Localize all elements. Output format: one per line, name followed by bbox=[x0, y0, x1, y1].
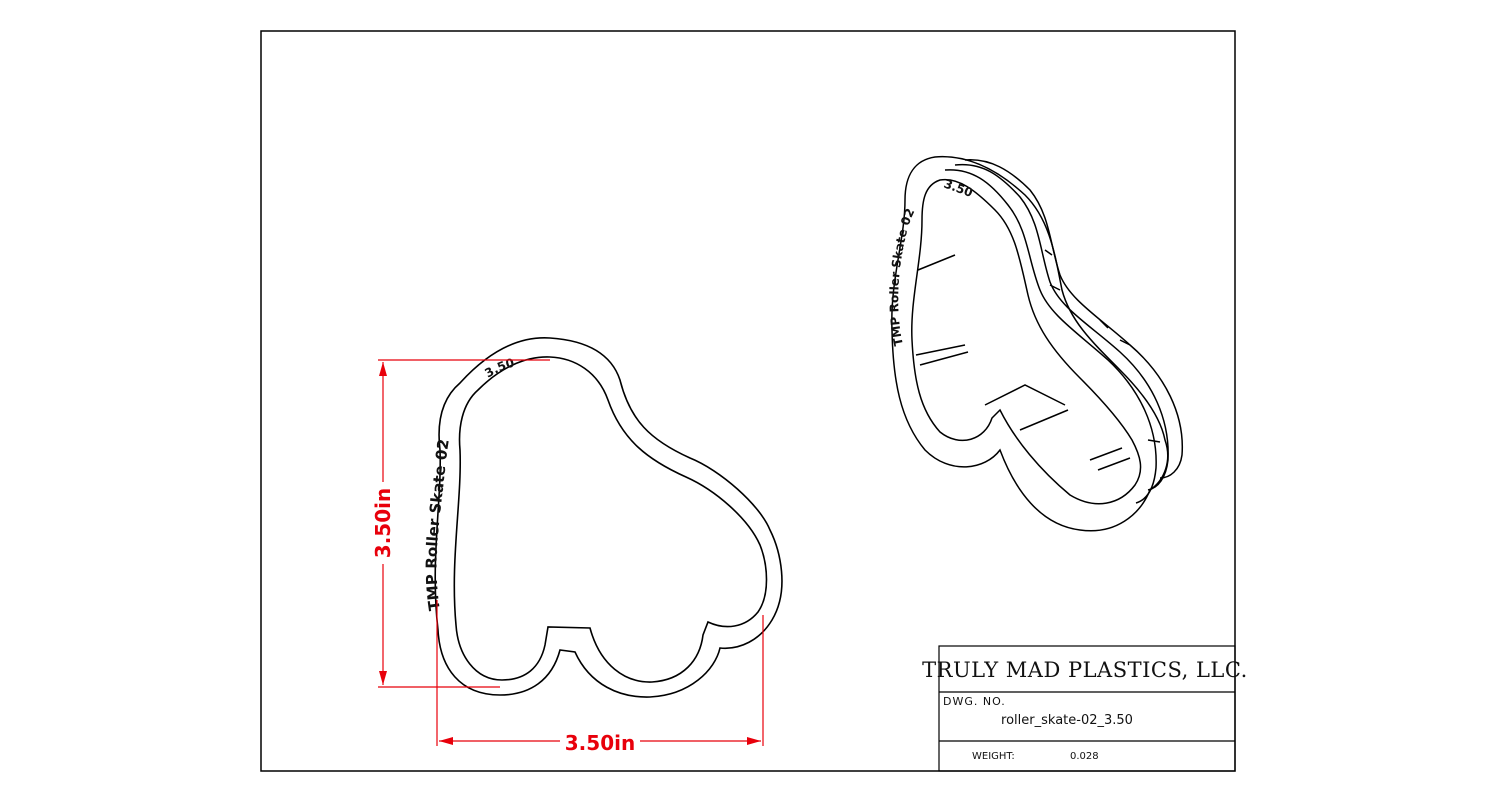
engraving-size: 3.50 bbox=[482, 356, 516, 381]
title-block bbox=[938, 645, 1236, 772]
width-dimension-label: 3.50in bbox=[565, 731, 635, 755]
dwg-no-value: roller_skate-02_3.50 bbox=[1001, 713, 1133, 728]
iso-outer-outline bbox=[891, 155, 1169, 532]
front-inner-outline bbox=[453, 356, 768, 683]
height-dimension-label: 3.50in bbox=[371, 488, 395, 558]
weight-value: 0.028 bbox=[1070, 751, 1099, 762]
iso-inner-outline bbox=[911, 178, 1142, 505]
iso-engraving-size: 3.50 bbox=[942, 177, 975, 200]
sheet-border bbox=[260, 30, 1236, 772]
front-view: TMP Roller Skate 02 3.50 bbox=[423, 337, 783, 698]
company-name: TRULY MAD PLASTICS, LLC. bbox=[922, 658, 1248, 682]
width-dimension bbox=[436, 600, 764, 746]
weight-label: WEIGHT: bbox=[972, 751, 1015, 762]
front-outer-outline bbox=[434, 337, 783, 698]
dwg-no-label: DWG. NO. bbox=[943, 695, 1006, 708]
engraving-brand-name: TMP Roller Skate 02 bbox=[423, 438, 453, 612]
isometric-view bbox=[891, 155, 1184, 532]
